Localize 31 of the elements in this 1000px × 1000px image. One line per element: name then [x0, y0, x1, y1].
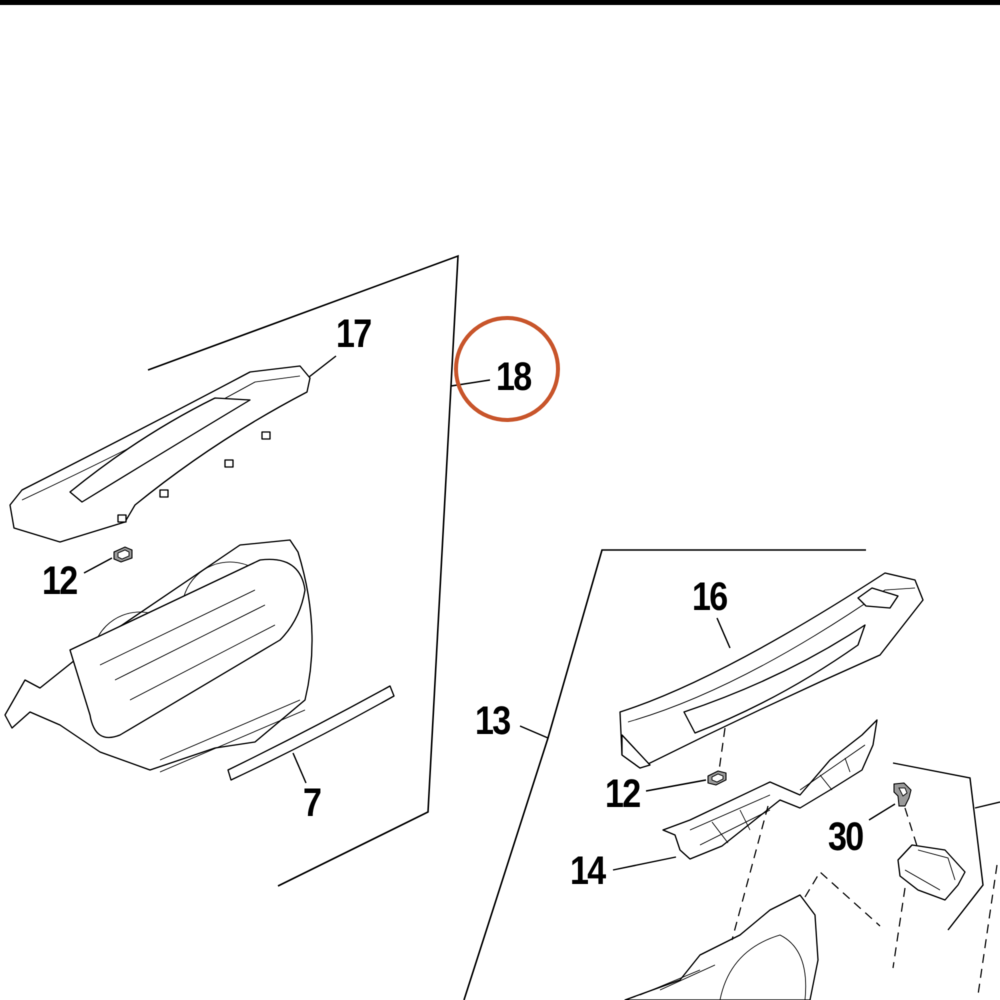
leader-line: [450, 379, 490, 387]
leader-line: [646, 779, 706, 792]
leader-line: [612, 856, 676, 871]
callout-number: 16: [692, 577, 726, 617]
dashed-guide-line: [892, 888, 906, 968]
leader-line: [292, 752, 307, 784]
callout-number: 13: [475, 701, 510, 741]
callout-number: 12: [605, 774, 640, 814]
clip-drawing: [114, 546, 132, 563]
callout-number: 30: [828, 817, 862, 857]
leader-line: [868, 803, 896, 821]
callout-number: 7: [303, 783, 320, 823]
dashed-guide-line: [904, 808, 918, 846]
leader-line: [308, 355, 336, 378]
leader-line: [84, 557, 112, 574]
leader-line: [520, 725, 548, 739]
callout-number: 18: [496, 357, 530, 397]
switch-module-drawing: [897, 844, 966, 901]
seal-strip-drawing: [227, 685, 395, 781]
mounting-bracket-drawing: [662, 719, 878, 860]
trim-panel-drawing: [619, 572, 924, 769]
callout-number: 12: [42, 561, 76, 601]
callout-number: 14: [570, 851, 604, 891]
trim-panel-drawing: [9, 365, 311, 543]
dashed-guide-line: [804, 871, 880, 926]
airbox-housing-drawing: [624, 894, 819, 1000]
clip-drawing: [894, 782, 912, 806]
callout-number: 17: [336, 314, 370, 354]
clip-drawing: [708, 770, 726, 786]
dashed-guide-line: [731, 806, 769, 940]
leader-line: [716, 618, 731, 648]
